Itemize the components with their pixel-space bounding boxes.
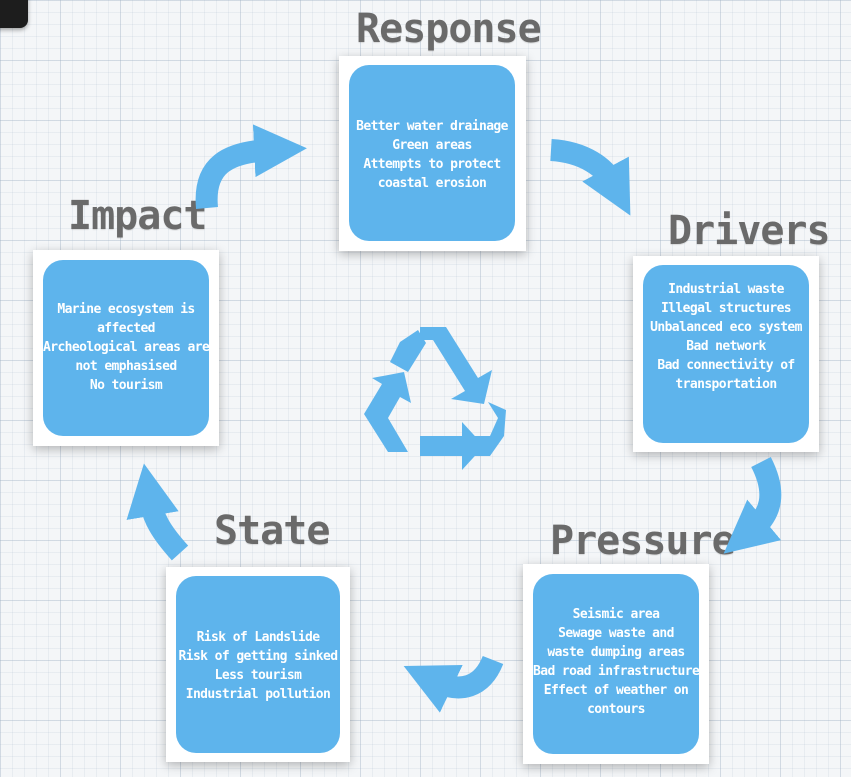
curved-arrow-icon <box>403 655 504 713</box>
state-card-body: Risk of Landslide Risk of getting sinked… <box>176 576 340 753</box>
impact-line: Archeological areas are <box>43 340 210 355</box>
impact-card: Marine ecosystem is affected Archeologic… <box>33 250 219 446</box>
state-text: Risk of Landslide Risk of getting sinked… <box>176 628 340 704</box>
state-line: Industrial pollution <box>185 687 331 702</box>
state-line: Risk of getting sinked <box>178 649 339 664</box>
drivers-line: Unbalanced eco system <box>650 320 802 335</box>
impact-text: Marine ecosystem is affected Archeologic… <box>43 300 210 395</box>
pressure-heading: Pressure <box>550 518 736 564</box>
impact-card-body: Marine ecosystem is affected Archeologic… <box>43 260 210 436</box>
impact-line: Marine ecosystem is <box>57 302 195 317</box>
pressure-card-body: Seismic area Sewage waste and waste dump… <box>533 574 700 754</box>
response-line: Better water drainage <box>356 119 508 134</box>
curved-arrow-icon <box>723 456 782 554</box>
drivers-line: Industrial waste <box>668 282 784 297</box>
response-line: Green areas <box>392 138 472 153</box>
drivers-card-body: Industrial waste Illegal structures Unba… <box>643 265 809 443</box>
pressure-line: Sewage waste and <box>558 626 674 641</box>
response-card-body: Better water drainage Green areas Attemp… <box>349 65 515 241</box>
pressure-line: waste dumping areas <box>547 645 685 660</box>
drivers-line: transportation <box>675 377 777 392</box>
pressure-text: Seismic area Sewage waste and waste dump… <box>533 605 700 719</box>
corner-decoration <box>0 0 28 28</box>
drivers-line: Bad connectivity of <box>657 358 795 373</box>
pressure-line: Seismic area <box>572 607 660 622</box>
response-heading: Response <box>356 6 542 52</box>
response-text: Better water drainage Green areas Attemp… <box>349 117 515 193</box>
pressure-card: Seismic area Sewage waste and waste dump… <box>523 564 709 764</box>
drivers-line: Bad network <box>686 339 766 354</box>
drivers-card: Industrial waste Illegal structures Unba… <box>633 256 819 452</box>
drivers-line: Illegal structures <box>660 301 792 316</box>
response-line: Attempts to protect <box>363 157 501 172</box>
impact-line: not emphasised <box>75 359 177 374</box>
curved-arrow-icon <box>549 139 631 216</box>
pressure-line: Effect of weather on <box>543 683 689 698</box>
curved-arrow-icon <box>126 463 189 561</box>
state-line: Risk of Landslide <box>196 630 320 645</box>
curved-arrow-icon <box>195 124 307 210</box>
impact-line: affected <box>97 321 155 336</box>
impact-heading: Impact <box>68 193 207 239</box>
drivers-text: Industrial waste Illegal structures Unba… <box>643 280 809 394</box>
state-line: Less tourism <box>214 668 302 683</box>
response-line: coastal erosion <box>377 176 487 191</box>
state-heading: State <box>214 508 330 554</box>
state-card: Risk of Landslide Risk of getting sinked… <box>166 567 350 762</box>
drivers-heading: Drivers <box>668 208 831 254</box>
impact-line: No tourism <box>89 378 163 393</box>
pressure-line: contours <box>587 702 645 717</box>
response-card: Better water drainage Green areas Attemp… <box>339 56 526 251</box>
pressure-line: Bad road infrastructure <box>533 664 700 679</box>
